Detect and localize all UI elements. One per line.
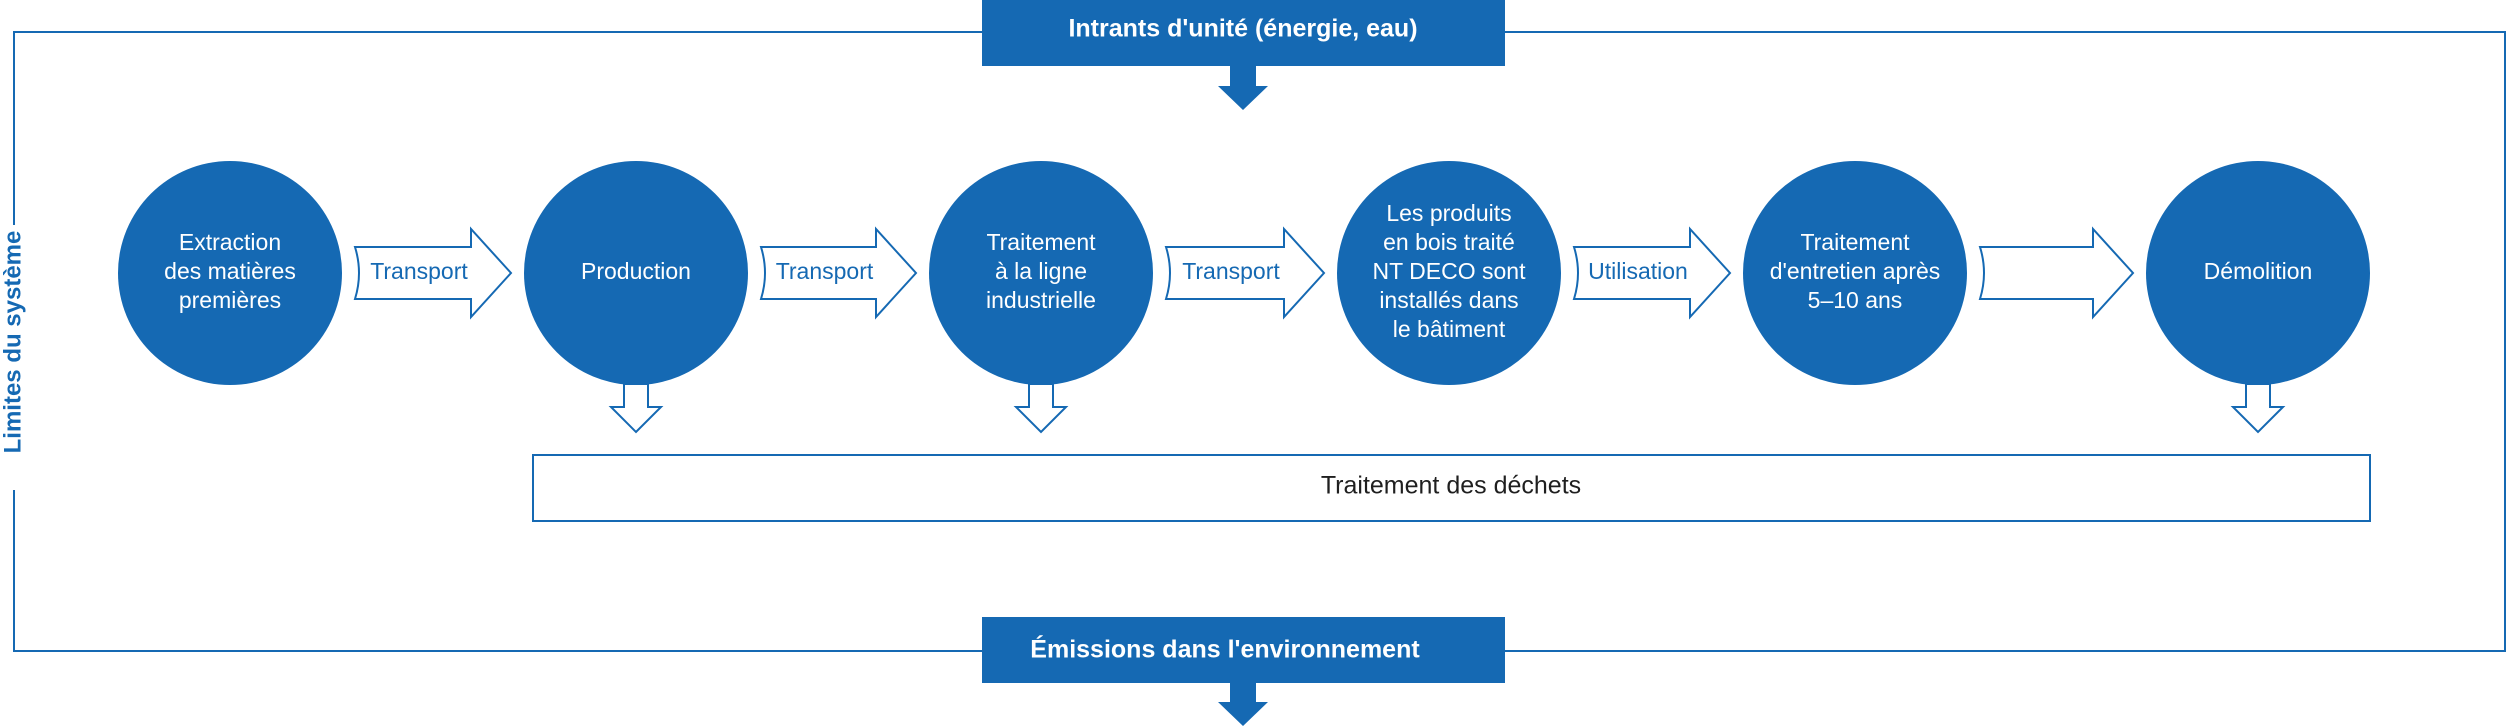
stage-label-line: Démolition	[2204, 258, 2313, 284]
emissions-banner-box	[982, 617, 1505, 683]
transition-label: Transport	[1182, 258, 1280, 284]
stage-3: Traitement à la ligne industrielle	[929, 161, 1153, 385]
stage-4: Les produits en bois traité NT DECO sont in…	[1337, 161, 1561, 385]
right-arrow-icon	[759, 226, 918, 320]
stage-circle	[1743, 161, 1967, 385]
stage-label-line: le bâtiment	[1393, 316, 1506, 342]
system-boundary-frame	[13, 31, 2506, 652]
transition-2: Transport	[759, 226, 918, 320]
inputs-banner-label: Intrants d'unité (énergie, eau)	[1068, 15, 1417, 43]
transition-label: Transport	[776, 258, 874, 284]
right-arrow-icon	[1572, 226, 1732, 320]
transition-5	[1978, 226, 2135, 320]
emissions-banner-label: Émissions dans l'environnement	[1030, 635, 1420, 664]
transition-1: Transport	[353, 226, 513, 320]
waste-down-arrow-icon	[1013, 383, 1069, 434]
waste-down-arrow-icon	[2230, 383, 2286, 434]
stage-circle	[2146, 161, 2370, 385]
stage-label-line: en bois traité	[1383, 229, 1515, 255]
inputs-banner-box	[982, 0, 1505, 66]
stage-2: Production	[524, 161, 748, 385]
right-arrow-icon	[353, 226, 513, 320]
stage-label-line: Les produits	[1386, 200, 1511, 226]
transition-3: Transport	[1164, 226, 1326, 320]
stage-label-line: installés dans	[1379, 287, 1518, 313]
flow-layer: Extraction des matières premières Productio…	[118, 161, 2370, 434]
stage-label-line: des matières	[164, 258, 296, 284]
stage-circle	[929, 161, 1153, 385]
stage-circle	[524, 161, 748, 385]
stage-label-line: industrielle	[986, 287, 1096, 313]
waste-treatment-box: Traitement des déchets	[532, 454, 2371, 522]
stage-label-line: premières	[179, 287, 281, 313]
stage-1: Extraction des matières premières	[118, 161, 342, 385]
stage-label-line: NT DECO sont	[1373, 258, 1527, 284]
stage-circle	[118, 161, 342, 385]
stage-label-line: Production	[581, 258, 691, 284]
waste-treatment-frame	[532, 454, 2371, 522]
stage-label-line: Traitement	[986, 229, 1096, 255]
stage-6: Démolition	[2146, 161, 2370, 385]
transition-label: Utilisation	[1588, 258, 1688, 284]
stage-label-line: Traitement	[1800, 229, 1910, 255]
stage-circle	[1337, 161, 1561, 385]
waste-down-arrow-icon	[608, 383, 664, 434]
inputs-banner: Intrants d'unité (énergie, eau)	[982, 0, 1505, 110]
transition-label: Transport	[370, 258, 468, 284]
stage-5: Traitement d'entretien après 5–10 ans	[1743, 161, 1967, 385]
inputs-down-arrow-icon	[1218, 66, 1268, 110]
emissions-banner: Émissions dans l'environnement	[982, 617, 1505, 726]
emissions-down-arrow-icon	[1218, 683, 1268, 726]
right-arrow-icon	[1164, 226, 1326, 320]
waste-treatment-label: Traitement des déchets	[1321, 472, 1581, 500]
stage-label-line: à la ligne	[995, 258, 1087, 284]
transition-4: Utilisation	[1572, 226, 1732, 320]
stage-label-line: d'entretien après	[1770, 258, 1941, 284]
stage-label-line: Extraction	[179, 229, 281, 255]
system-boundary-label: Limites du système	[0, 231, 26, 454]
stage-label-line: 5–10 ans	[1808, 287, 1903, 313]
right-arrow-icon	[1978, 226, 2135, 320]
